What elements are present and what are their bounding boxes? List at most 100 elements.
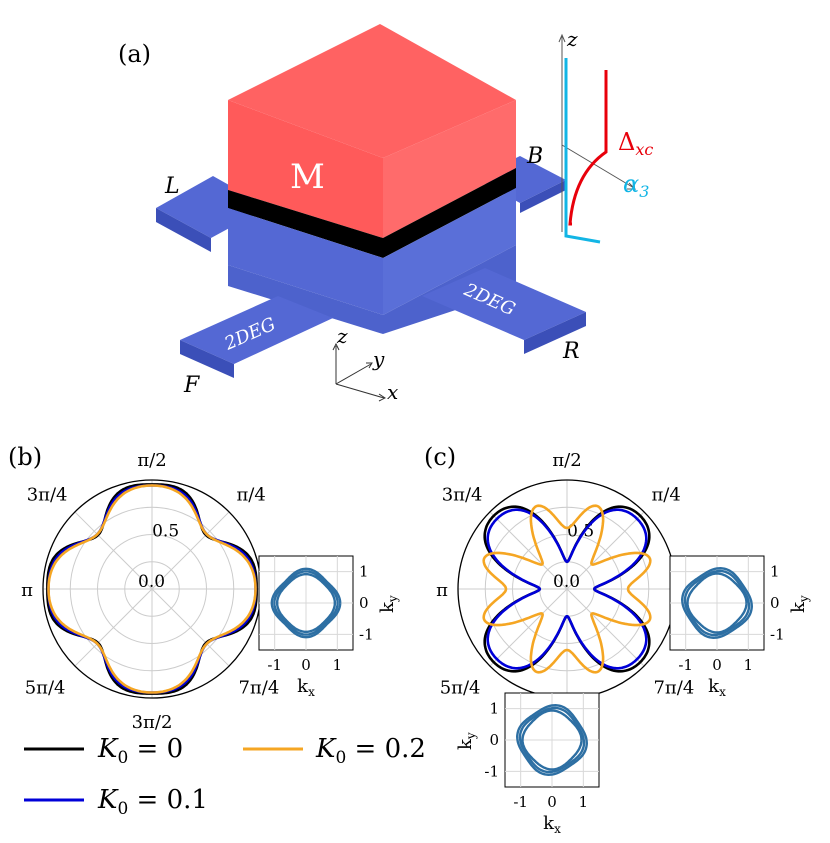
inset-y-tick-label: -1: [770, 625, 785, 643]
inset-fermi-contour-c-right: -1 0 1 kx -1 0 1 ky: [669, 555, 811, 699]
inset-y-tick-label: -1: [359, 625, 374, 643]
inset-y-tick-label: -1: [484, 762, 499, 780]
inset-fermi-contour: [680, 566, 754, 640]
inset-fermi-contour: [521, 709, 583, 771]
inset-y-tick-label: 0: [359, 594, 369, 612]
inset-y-tick-label: 1: [770, 563, 780, 581]
polar-angle-label: 7π/4: [653, 677, 694, 698]
polar-angle-label: 5π/4: [440, 677, 481, 698]
legend-label: K0 = 0.1: [97, 785, 208, 819]
inset-fermi-contour-b: -1 0 1 kx -1 0 1 ky: [258, 555, 400, 699]
polar-angle-label: 5π/4: [25, 677, 66, 698]
inset-y-label: ky: [788, 595, 811, 613]
polar-angle-label: π/2: [137, 450, 166, 471]
lead-left-side: [156, 208, 211, 252]
polar-radial-tick-label: 0.5: [152, 521, 179, 541]
inset-y-label: ky: [377, 595, 400, 613]
inset-x-tick-label: -1: [267, 656, 282, 674]
lead-label-right: R: [562, 339, 580, 364]
profile-horizontal-axis: [561, 144, 635, 189]
inset-y-tick-label: 1: [359, 563, 369, 581]
polar-series-line: [47, 484, 257, 694]
axis-x-label: x: [387, 380, 398, 404]
lead-front-top: [180, 296, 333, 364]
inset-fermi-contour: [683, 569, 751, 637]
axis-z-label: z: [336, 324, 348, 348]
inset-fermi-contour: [270, 567, 342, 639]
inset-x-tick-label: -1: [678, 656, 693, 674]
inset-x-label: kx: [543, 813, 561, 836]
inset-y-label: ky: [455, 732, 478, 750]
inset-x-label: kx: [297, 676, 315, 699]
inset-x-tick-label: 1: [744, 656, 754, 674]
panel-b-label: (b): [8, 443, 42, 471]
inset-x-tick-label: 1: [333, 656, 343, 674]
inset-x-label: kx: [708, 676, 726, 699]
polar-angle-label: 3π/4: [442, 485, 483, 506]
cube-label: M: [290, 157, 325, 197]
polar-radial-tick-label: 0.0: [138, 572, 165, 592]
axis-y-label: y: [372, 347, 385, 371]
alpha-label: α3: [623, 170, 649, 201]
polar-grid-spoke: [74, 511, 230, 667]
inset-fermi-contour: [273, 570, 339, 636]
polar-angle-label: π/2: [552, 450, 581, 471]
legend-label: K0 = 0: [97, 734, 183, 768]
polar-angle-label: 7π/4: [238, 677, 279, 698]
cube-barrier-right: [383, 168, 516, 258]
coordinate-axes: [332, 342, 386, 402]
polar-angle-label: π/4: [651, 485, 680, 506]
inset-y-tick-label: 0: [489, 731, 499, 749]
cube-semiconductor-lower: [228, 245, 516, 334]
delta-label: Δxc: [618, 128, 653, 159]
polar-angle-label: 3π/2: [132, 712, 173, 733]
alpha-profile-line: [564, 58, 601, 244]
cube-barrier-front: [228, 190, 383, 258]
inset-y-tick-label: 0: [770, 594, 780, 612]
legend-item-k0-0.1: K0 = 0.1: [24, 785, 208, 819]
panel-a: (a) L B M 2DEG F 2DEG R: [118, 24, 653, 404]
polar-series-line: [486, 508, 648, 670]
cube-magnet-front: [228, 100, 383, 238]
lead-right-top: [422, 268, 586, 340]
lead-label-front: F: [183, 373, 200, 398]
lead-front-side: [180, 340, 234, 378]
panel-b: (b) 0.0 0.5 π/2 π/4 3π/4 π 5π/4 7π/4 3π/2 -1 0 1 kx…: [8, 443, 400, 733]
inset-fermi-contour: [515, 703, 589, 777]
inset-fermi-contour: [276, 573, 336, 633]
lead-label-back: B: [526, 144, 543, 169]
legend-item-k0-0: K0 = 0: [24, 734, 183, 768]
inset-x-tick-label: 0: [301, 656, 311, 674]
polar-angle-label: π: [21, 580, 33, 601]
delta-profile-line: [568, 70, 608, 226]
inset-x-tick-label: 1: [579, 793, 589, 811]
lead-label-left: L: [164, 174, 180, 199]
polar-radial-tick-label: 0.0: [553, 572, 580, 592]
polar-angle-label: π: [436, 580, 448, 601]
panel-a-label: (a): [118, 40, 151, 68]
profile-inset: z Δxc α3: [558, 27, 653, 244]
cube-semiconductor-right: [383, 188, 516, 315]
inset-y-tick-label: 1: [489, 700, 499, 718]
profile-z-label: z: [566, 27, 578, 51]
lead-right-side: [524, 312, 586, 354]
lead-back-side: [520, 180, 566, 213]
legend-label: K0 = 0.2: [315, 734, 426, 768]
polar-series-line: [482, 504, 652, 674]
legend-item-k0-0.2: K0 = 0.2: [243, 734, 426, 768]
polar-angle-label: π/4: [236, 485, 265, 506]
inset-fermi-contour: [686, 572, 748, 634]
polar-angle-label: 3π/4: [27, 485, 68, 506]
inset-x-tick-label: 0: [712, 656, 722, 674]
polar-grid-spoke: [489, 511, 645, 667]
panel-c-label: (c): [424, 443, 456, 471]
cube-magnet-top: [228, 24, 516, 158]
cube-magnet-right: [383, 100, 516, 238]
inset-fermi-contour: [518, 706, 586, 774]
cube-semiconductor-front: [228, 208, 383, 315]
polar-plot-b: 0.0 0.5 π/2 π/4 3π/4 π 5π/4 7π/4 3π/2: [21, 450, 279, 733]
